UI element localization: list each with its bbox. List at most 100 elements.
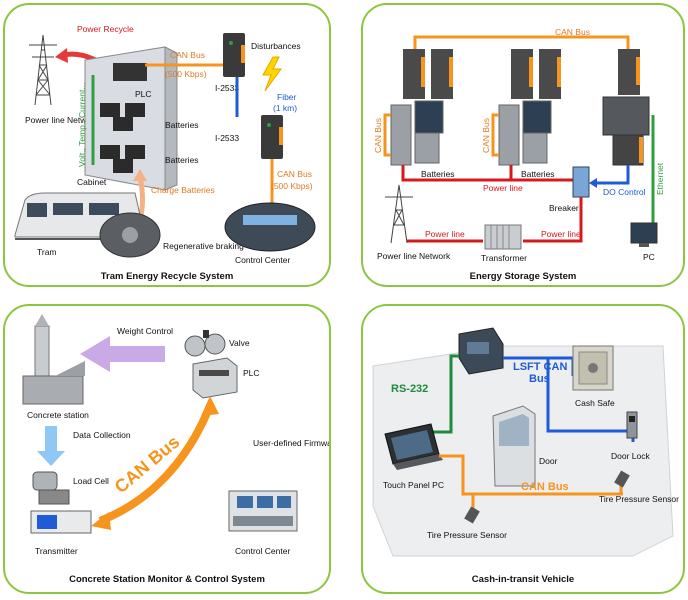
- charge-arrow: [137, 176, 145, 221]
- label-touch-panel-pc: Touch Panel PC: [383, 480, 444, 490]
- battery-rack-icon: [390, 49, 453, 166]
- label-transmitter: Transmitter: [35, 546, 78, 556]
- i2533-device-icon: [261, 115, 283, 159]
- label-i2533-2: I-2533: [215, 133, 239, 143]
- tram-diagram: Power line Network Power Recycle Cabinet…: [14, 24, 316, 265]
- transmitter-icon: [30, 510, 92, 534]
- caption-storage: Energy Storage System: [469, 271, 577, 282]
- label-batteries-2: Batteries: [165, 155, 199, 165]
- label-cash-safe: Cash Safe: [575, 398, 615, 408]
- label-do-control: DO Control: [603, 187, 646, 197]
- label-plc: PLC: [243, 368, 260, 378]
- power-line-lower-right: [523, 197, 583, 243]
- batteries-icon: [100, 103, 145, 173]
- label-control-center: Control Center: [235, 546, 290, 556]
- label-bus: Bus: [529, 373, 550, 385]
- control-center-icon: [228, 490, 298, 532]
- label-door-lock: Door Lock: [611, 451, 650, 461]
- i2533-device-icon: [223, 33, 245, 77]
- label-lsft-can: LSFT CAN: [513, 361, 567, 373]
- rs232-line: [431, 354, 459, 434]
- label-batteries-1: Batteries: [421, 169, 455, 179]
- can-bus-arrow: [98, 404, 214, 525]
- label-control-center: Control Center: [235, 255, 290, 265]
- data-collection-arrow: [37, 426, 65, 466]
- label-concrete-station: Concrete station: [27, 410, 89, 420]
- panel-cash-vehicle: RS-232 LSFT CAN Bus Cash Safe Door Door …: [361, 304, 685, 594]
- label-fiber: Fiber: [277, 92, 297, 102]
- controller-stack-icon: [602, 49, 650, 166]
- battery-rack-icon: [498, 49, 561, 166]
- label-can-bus-1: CAN Bus: [170, 50, 205, 60]
- breaker-icon: [572, 166, 590, 198]
- door-icon: [492, 405, 536, 487]
- label-charge-batteries: Charge Batteries: [151, 185, 215, 195]
- label-can-bus-left-1: CAN Bus: [373, 118, 383, 153]
- label-can-bus-2: CAN Bus: [277, 169, 312, 179]
- concrete-station-icon: [22, 314, 85, 405]
- gateway-device-icon: [458, 327, 504, 375]
- label-breaker: Breaker: [549, 203, 579, 213]
- cash-safe-icon: [572, 345, 614, 391]
- label-user-defined-firmware: User-defined Firmware: [253, 438, 331, 448]
- label-sensors: Volt., Temp., Current...: [77, 83, 87, 167]
- transformer-icon: [484, 224, 522, 250]
- label-power-line-network: Power line Network: [25, 115, 99, 125]
- vehicle-diagram: RS-232 LSFT CAN Bus Cash Safe Door Door …: [372, 327, 679, 557]
- label-can-bus-left-2: CAN Bus: [481, 118, 491, 153]
- label-can-bus: CAN Bus: [521, 481, 569, 493]
- label-tire-pressure-1: Tire Pressure Sensor: [427, 530, 507, 540]
- label-weight-control: Weight Control: [117, 326, 173, 336]
- label-data-collection: Data Collection: [73, 430, 131, 440]
- label-load-cell: Load Cell: [73, 476, 109, 486]
- label-valve: Valve: [229, 338, 250, 348]
- label-power-line-3: Power line: [541, 229, 581, 239]
- label-door: Door: [539, 456, 558, 466]
- panel-concrete-station: Concrete station Weight Control Valve PL…: [3, 304, 331, 594]
- load-cell-icon: [32, 471, 70, 505]
- power-recycle-arrowhead: [55, 48, 68, 63]
- tire-sensor-icon: [464, 506, 480, 524]
- touch-panel-icon: [384, 423, 443, 470]
- concrete-diagram: Concrete station Weight Control Valve PL…: [22, 314, 331, 556]
- label-transformer: Transformer: [481, 253, 527, 263]
- label-power-line-1: Power line: [483, 183, 523, 193]
- panel-energy-storage: CAN Bus CAN Bus Batteries CAN Bus Batter…: [361, 3, 685, 287]
- label-rs232: RS-232: [391, 383, 428, 395]
- valve-icon: [184, 330, 226, 357]
- plc-icon: [113, 63, 147, 81]
- can-bus-top-line: [413, 35, 630, 49]
- label-kbps-2: (500 Kbps): [271, 181, 313, 191]
- weight-control-arrow: [80, 336, 165, 372]
- label-kbps-1: (500 Kbps): [165, 69, 207, 79]
- label-ethernet: Ethernet: [655, 162, 665, 195]
- power-tower-icon: [29, 34, 57, 106]
- label-i2533-1: I-2533: [215, 83, 239, 93]
- lightning-icon: [262, 56, 282, 92]
- panel-tram-energy: Power line Network Power Recycle Cabinet…: [3, 3, 331, 287]
- label-batteries-2: Batteries: [521, 169, 555, 179]
- caption-tram: Tram Energy Recycle System: [100, 271, 234, 282]
- plc-icon: [192, 357, 238, 399]
- control-center-icon: [224, 202, 316, 252]
- label-pc: PC: [643, 252, 655, 262]
- tire-sensor-icon: [614, 470, 630, 488]
- label-cabinet: Cabinet: [77, 177, 107, 187]
- label-fiber-length: (1 km): [273, 103, 297, 113]
- label-power-line-network: Power line Network: [377, 251, 451, 261]
- label-can-bus-top: CAN Bus: [555, 27, 590, 37]
- label-tire-pressure-2: Tire Pressure Sensor: [599, 494, 679, 504]
- label-regenerative-braking: Regenerative braking: [163, 241, 244, 251]
- pc-icon: [630, 222, 658, 247]
- do-control-line: [595, 165, 630, 185]
- label-disturbances: Disturbances: [251, 41, 301, 51]
- power-tower-icon: [385, 184, 413, 244]
- power-line-main: [401, 165, 575, 182]
- caption-vehicle: Cash-in-transit Vehicle: [471, 574, 575, 585]
- label-batteries-1: Batteries: [165, 120, 199, 130]
- door-lock-icon: [626, 411, 638, 439]
- label-plc: PLC: [135, 89, 152, 99]
- storage-diagram: CAN Bus CAN Bus Batteries CAN Bus Batter…: [373, 27, 665, 263]
- label-tram: Tram: [37, 247, 57, 257]
- label-power-recycle: Power Recycle: [77, 24, 134, 34]
